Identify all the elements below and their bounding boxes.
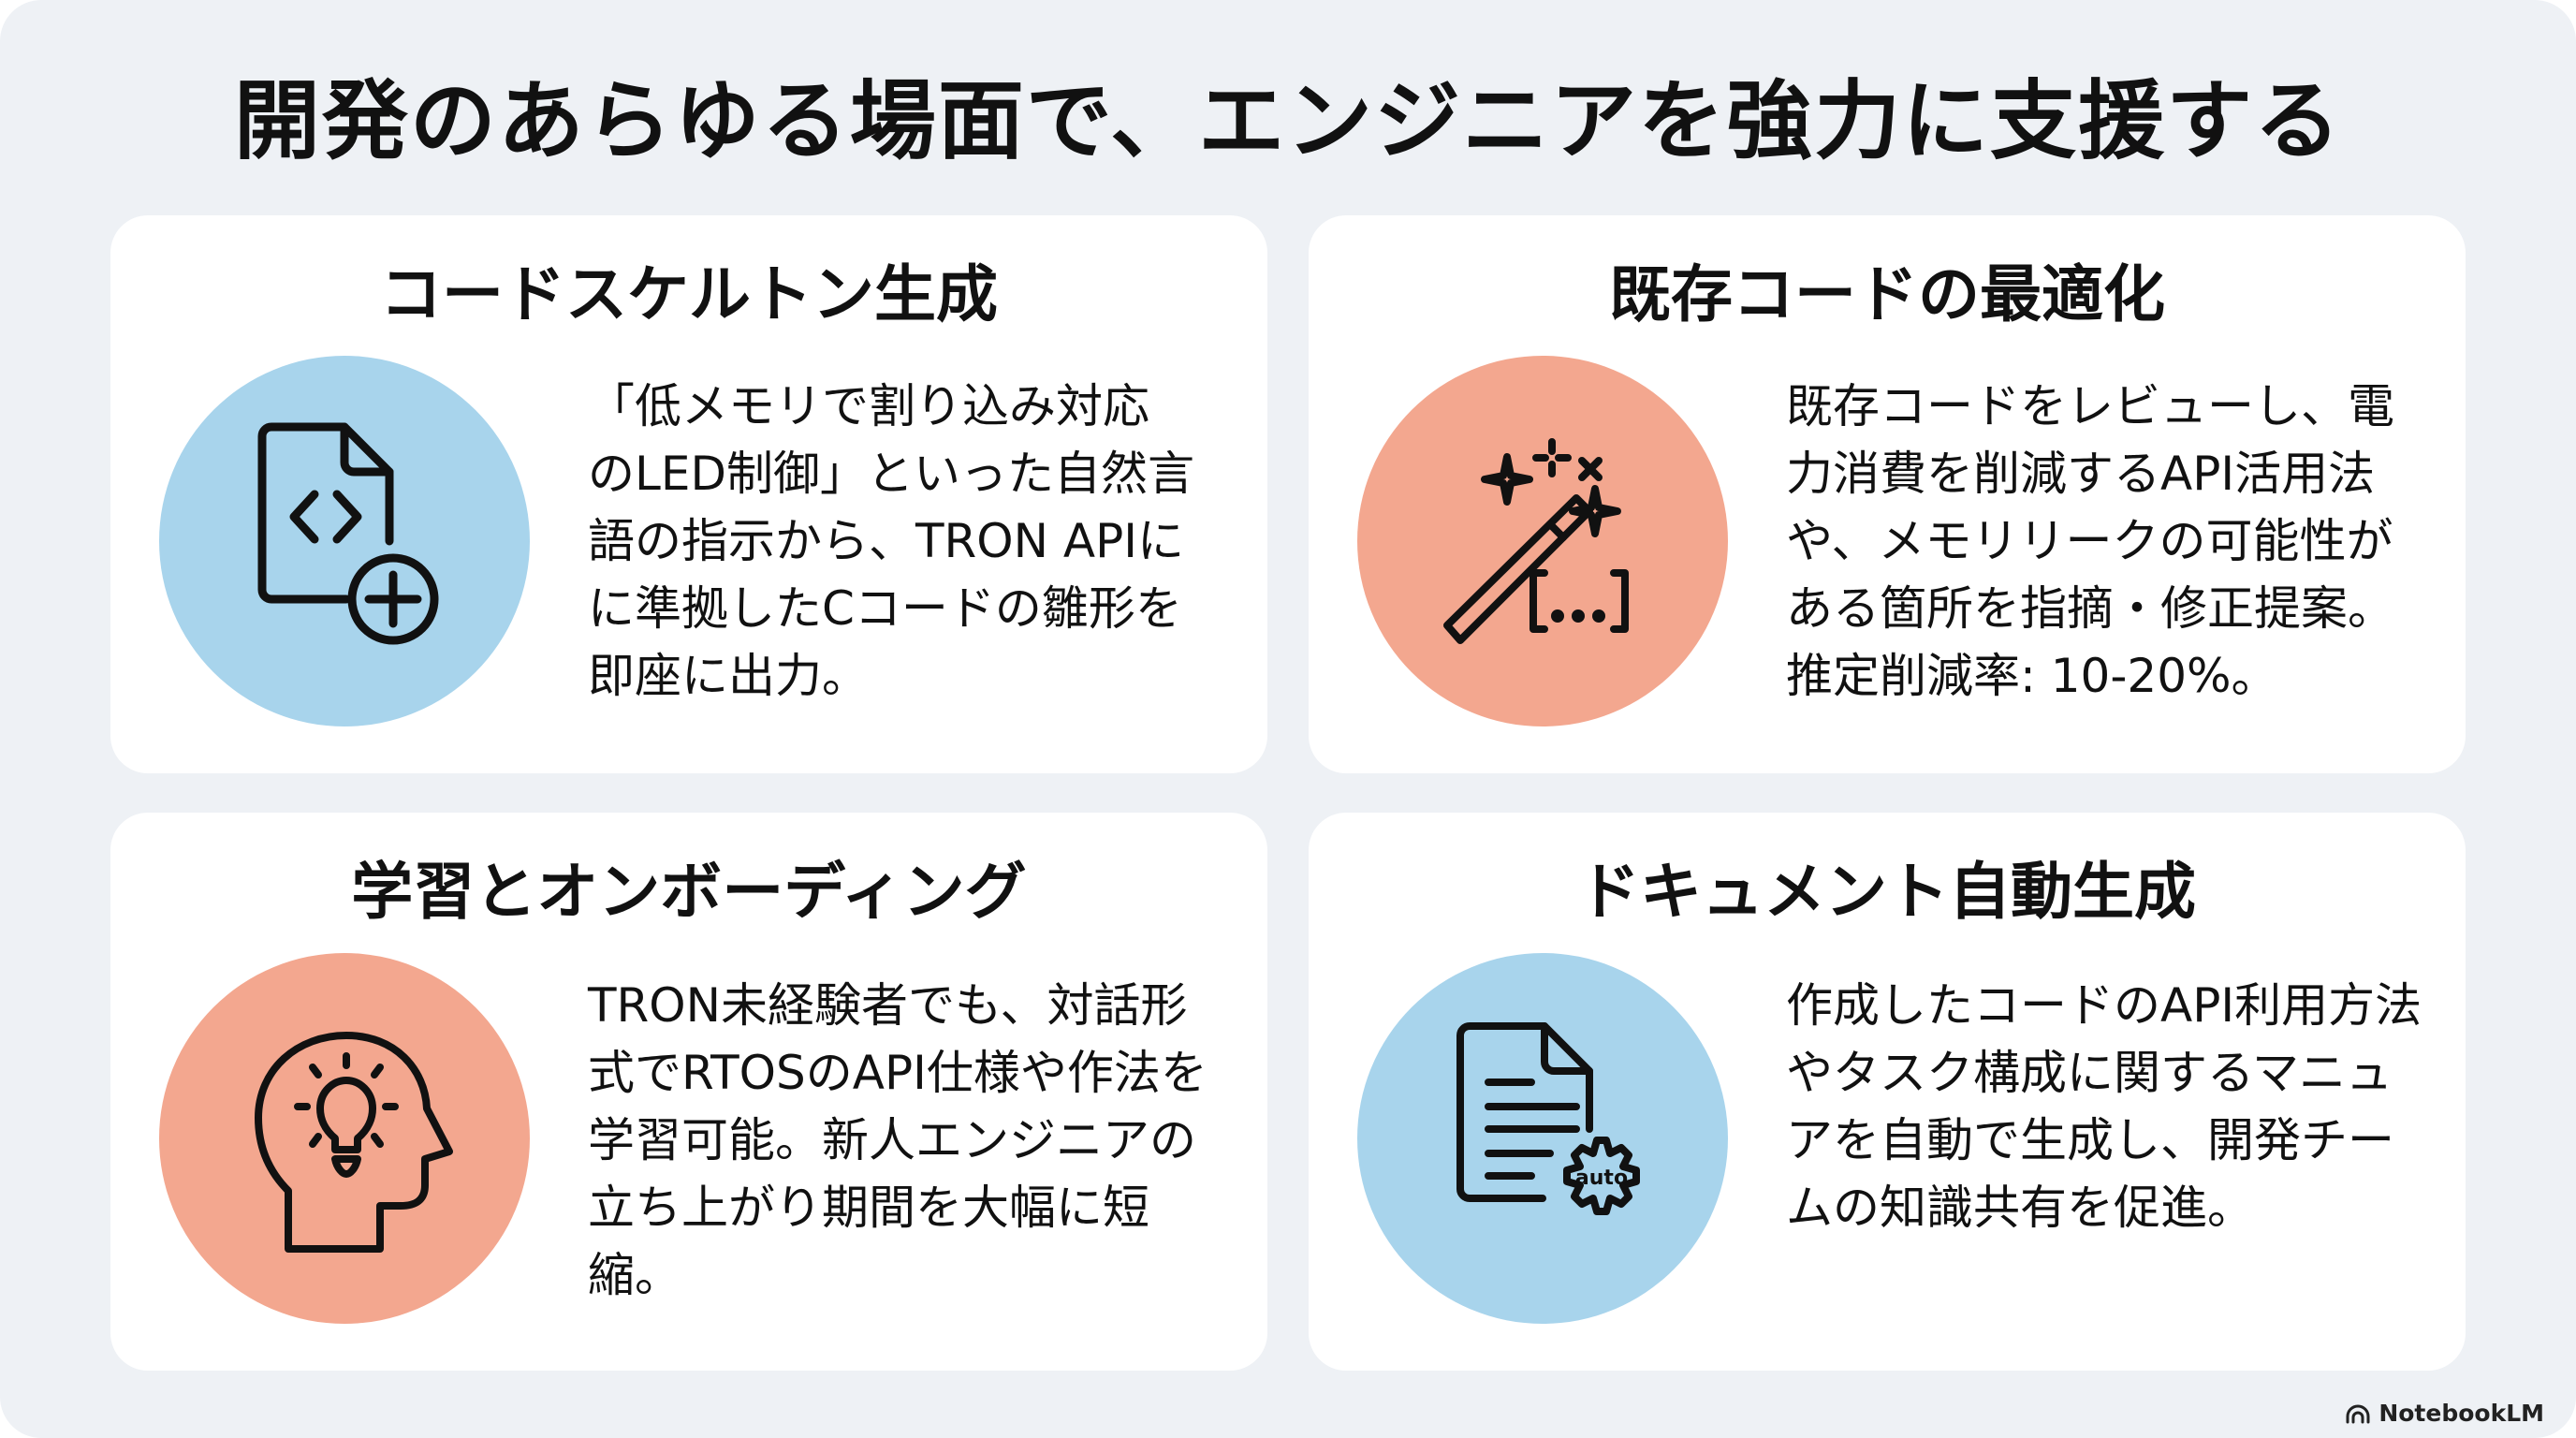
card-description: TRON未経験者でも、対話形 式でRTOSのAPI仕様や作法を 学習可能。新人エ… [588,978,1208,1302]
card-title: 既存コードの最適化 [1609,258,2165,330]
head-lightbulb-icon [255,1032,453,1253]
svg-text:auto: auto [1575,1167,1628,1190]
page-title: 開発のあらゆる場面で、エンジニアを強力に支援する [233,71,2343,171]
document-gear-icon: auto [1456,1022,1640,1215]
card-title: 学習とオンボーディング [351,856,1027,928]
feature-card-code-optimization: 既存コードの最適化 既存コードをレビューし、電 力消費を削減するAPI活用法 や… [1309,215,2466,773]
card-description: 「低メモリで割り込み対応 のLED制御」といった自然言 語の指示から、TRON … [588,379,1194,703]
notebooklm-logo-icon [2346,1404,2370,1423]
feature-card-doc-generation: ドキュメント自動生成 auto 作成したコードのAPI利用方法 やタスク構成に関… [1309,813,2466,1371]
brand-watermark: NotebookLM [2345,1400,2544,1427]
card-title: コードスケルトン生成 [380,258,998,330]
icon-circle [1357,356,1728,726]
magic-wand-icon [1443,438,1629,644]
brand-name: NotebookLM [2378,1400,2544,1427]
feature-card-learning-onboarding: 学習とオンボーディング TRON未経験者でも、対話形 式でRTOSのAPI仕様や… [110,813,1267,1371]
feature-card-code-skeleton: コードスケルトン生成 「低メモリで割り込み対応 のLED制御」といった自然言 語… [110,215,1267,773]
icon-circle: auto [1357,953,1728,1324]
card-title: ドキュメント自動生成 [1578,856,2196,928]
code-file-add-icon [257,422,439,645]
card-description: 既存コードをレビューし、電 力消費を削減するAPI活用法 や、メモリリークの可能… [1786,379,2394,703]
icon-circle [159,953,530,1324]
icon-circle [159,356,530,726]
card-description: 作成したコードのAPI利用方法 やタスク構成に関するマニュ アを自動で生成し、開… [1786,978,2422,1235]
